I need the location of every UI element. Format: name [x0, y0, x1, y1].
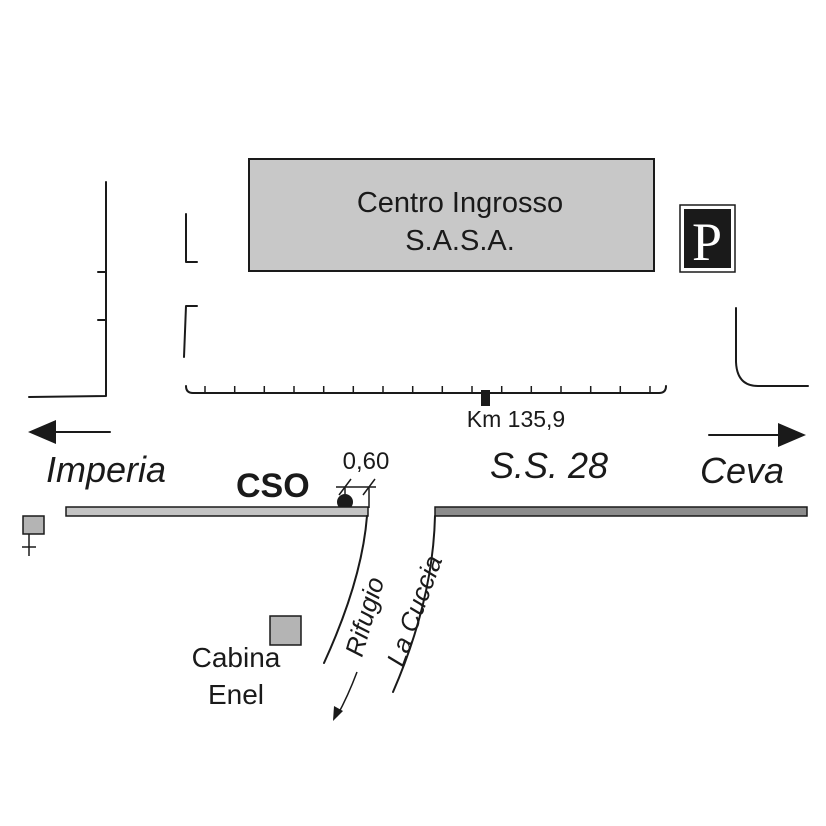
fence-line: Km 135,9 — [185, 385, 667, 432]
cso-label: CSO — [236, 467, 310, 505]
distance-label: 0,60 — [343, 448, 390, 475]
fence-ticks — [204, 386, 651, 393]
entrance-bracket-lower — [183, 305, 198, 358]
km-marker-label: Km 135,9 — [467, 406, 565, 432]
side-road-arrow-head — [333, 706, 343, 721]
building-centro-ingrosso: Centro Ingrosso S.A.S.A. — [248, 158, 655, 272]
left-edge-symbol — [22, 515, 45, 556]
distance-dimension: 0,60 — [336, 448, 389, 508]
arrow-left-imperia — [28, 420, 111, 444]
cabin-label-line1: Cabina — [192, 642, 281, 673]
parking-sign: P — [679, 204, 736, 273]
direction-ceva: Ceva — [700, 450, 784, 491]
building-label-line1: Centro Ingrosso — [357, 187, 563, 219]
side-road-label-line2: La Cuccia — [380, 551, 448, 670]
left-parcel-boundary — [28, 181, 107, 398]
road-ss28-right — [434, 506, 808, 517]
building-label-line2: S.A.S.A. — [405, 225, 515, 257]
direction-imperia: Imperia — [46, 449, 166, 490]
right-parcel-boundary — [735, 307, 809, 387]
side-road-left-edge — [323, 515, 368, 664]
cso-point — [337, 494, 353, 510]
parking-icon: P — [692, 212, 722, 272]
side-road-right-edge — [392, 515, 436, 693]
entrance-bracket-upper — [185, 213, 198, 263]
cabin-label-line2: Enel — [208, 679, 264, 710]
cabin-enel-building — [269, 615, 302, 646]
side-road-label-line1: Rifugio — [339, 574, 390, 660]
arrow-right-ceva — [708, 423, 806, 447]
road-ss28-left — [65, 506, 369, 517]
road-name-ss28: S.S. 28 — [490, 445, 608, 486]
km-marker-post — [481, 390, 490, 406]
